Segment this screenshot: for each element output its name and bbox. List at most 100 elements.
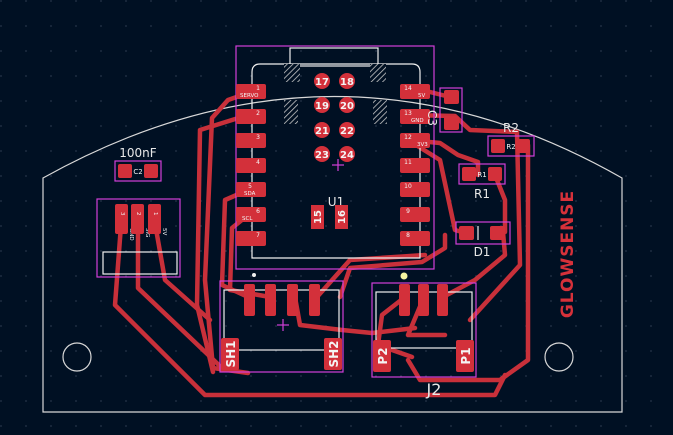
copper-tracks (112, 89, 531, 398)
svg-text:19: 19 (315, 101, 329, 112)
svg-text:13: 13 (404, 110, 412, 117)
u1-pin-3: 3 (236, 133, 266, 148)
u1-pin-8: 8 (400, 231, 430, 246)
j1-pin-1: 1 5V (148, 204, 167, 235)
svg-text:2: 2 (135, 212, 141, 216)
left-connector-crosshair (277, 319, 289, 331)
u1-outline (251, 63, 421, 259)
svg-text:14: 14 (404, 85, 412, 92)
u1-pad-18: 18 (339, 73, 355, 89)
svg-text:GND: GND (128, 228, 134, 241)
u1-pin-7: 7 (236, 231, 266, 246)
svg-text:2: 2 (256, 110, 260, 117)
svg-text:SH2: SH2 (327, 340, 341, 367)
svg-text:12: 12 (404, 134, 412, 141)
svg-text:P1: P1 (459, 347, 473, 364)
r2-ref: R2 (503, 121, 519, 135)
r1-inner-ref: R1 (477, 171, 486, 179)
j2-pad-p2: P2 (373, 340, 391, 372)
svg-text:1: 1 (256, 85, 260, 92)
svg-text:23: 23 (315, 150, 329, 161)
c3-ref: C3 (425, 110, 439, 126)
usb-shell-pad-right (370, 64, 386, 82)
u1-crosshair (332, 159, 344, 171)
svg-text:6: 6 (256, 208, 260, 215)
u1-center-pads: 17 18 19 20 21 22 23 24 15 16 (311, 73, 355, 229)
u1-module: U1 (235, 45, 435, 270)
svg-text:P2: P2 (376, 347, 390, 364)
u1-pad-19: 19 (314, 97, 330, 113)
svg-text:SERVO: SERVO (240, 93, 259, 99)
u1-pad-22: 22 (339, 122, 355, 138)
svg-text:5: 5 (248, 183, 252, 190)
svg-text:11: 11 (404, 159, 412, 166)
svg-text:GND: GND (411, 118, 424, 124)
svg-text:24: 24 (340, 150, 354, 161)
r2-inner-ref: R2 (506, 143, 515, 151)
u1-pin-4: 4 (236, 158, 266, 173)
u1-pad-15: 15 (311, 205, 324, 229)
u1-pad-24: 24 (339, 146, 355, 162)
u1-pad-17: 17 (314, 73, 330, 89)
svg-text:21: 21 (315, 126, 329, 137)
svg-text:1: 1 (152, 212, 158, 216)
usb-shell-pad-left (284, 64, 300, 82)
svg-text:SIG: SIG (144, 228, 150, 237)
u1-pad-21: 21 (314, 122, 330, 138)
svg-text:16: 16 (337, 210, 348, 224)
u1-pin-11: 11 (400, 158, 430, 173)
d1-ref: D1 (474, 245, 491, 259)
usb-connector-outline (289, 47, 379, 67)
svg-text:17: 17 (315, 77, 329, 88)
u1-pad-16: 16 (335, 205, 348, 229)
left-connector: SH1 SH2 (219, 273, 344, 373)
svg-text:SH1: SH1 (224, 340, 238, 367)
j2-pad-p1: P1 (456, 340, 474, 372)
svg-text:20: 20 (340, 101, 354, 112)
svg-text:5V: 5V (161, 228, 167, 235)
j2-ref: J2 (426, 380, 442, 399)
mounting-hole-right (544, 342, 574, 372)
board-outline (42, 95, 623, 413)
svg-text:3: 3 (256, 134, 260, 141)
svg-text:8: 8 (406, 232, 410, 239)
glowsense-logo: GLOWSENSE (558, 190, 578, 318)
r2-resistor: R2 R2 (487, 121, 535, 157)
r1-ref: R1 (474, 187, 490, 201)
svg-text:4: 4 (256, 159, 260, 166)
pin1-marker (252, 273, 256, 277)
mounting-hole-left (62, 342, 92, 372)
svg-text:7: 7 (256, 232, 260, 239)
svg-text:9: 9 (406, 208, 410, 215)
thermal-pad-left (284, 100, 298, 124)
shield-pad-sh2: SH2 (324, 338, 342, 370)
j2-pin1-marker (400, 272, 408, 280)
c2-ref: C2 (133, 168, 142, 176)
u1-pad-20: 20 (339, 97, 355, 113)
svg-text:22: 22 (340, 126, 354, 137)
u1-courtyard (235, 45, 435, 270)
svg-text:18: 18 (340, 77, 354, 88)
svg-text:10: 10 (404, 183, 412, 190)
r1-resistor: R1 R1 (458, 163, 506, 201)
u1-pin-10: 10 (400, 182, 430, 197)
c3-capacitor: C3 (425, 87, 463, 133)
d1-diode: D1 (455, 221, 511, 259)
svg-text:SCL: SCL (242, 216, 253, 222)
thermal-pad-right (373, 100, 387, 124)
u1-pad-23: 23 (314, 146, 330, 162)
j2-connector: P2 P1 J2 (371, 272, 477, 399)
shield-pad-sh1: SH1 (221, 338, 239, 370)
svg-text:15: 15 (313, 210, 324, 224)
